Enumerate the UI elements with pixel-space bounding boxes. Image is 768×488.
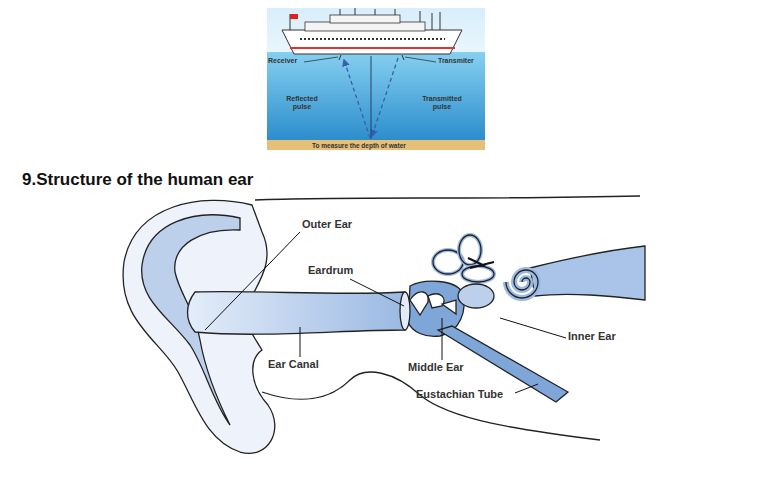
leader-line	[205, 232, 300, 330]
part-label: Middle Ear	[408, 361, 464, 373]
leader-line	[350, 279, 404, 306]
auditory-nerve	[530, 246, 645, 300]
ear-canal	[188, 292, 406, 335]
leader-line	[300, 327, 301, 357]
semicircular-canal	[462, 266, 494, 282]
sonar-label: Transmiter	[438, 57, 474, 65]
semicircular-canal	[459, 235, 481, 265]
part-label: Outer Ear	[302, 218, 352, 230]
part-label: Eustachian Tube	[416, 388, 503, 400]
sonar-label: Transmitted pulse	[420, 95, 464, 110]
reflected-pulse	[344, 60, 370, 138]
depth-line	[371, 56, 372, 139]
sea	[267, 52, 485, 142]
leader-line	[304, 57, 436, 62]
vestibule	[458, 284, 494, 308]
sea-bed	[267, 140, 485, 150]
section-heading: 9.Structure of the human ear	[22, 170, 253, 190]
malleus	[410, 292, 428, 315]
cochlea	[506, 270, 538, 298]
leader-lines	[205, 232, 566, 393]
stapes	[442, 300, 456, 314]
semicircular-canal	[462, 266, 494, 282]
sonar-label: To measure the depth of water	[312, 142, 406, 149]
ship-bridge	[330, 15, 400, 23]
hull-stripe	[290, 47, 455, 49]
sonar-picture	[267, 8, 485, 150]
ear-picture	[123, 196, 645, 453]
incus	[428, 294, 444, 308]
ship-masts	[290, 8, 440, 30]
sky	[267, 8, 485, 55]
part-label: Eardrum	[308, 264, 353, 276]
leader-line	[442, 318, 443, 360]
leader-line	[500, 318, 566, 338]
portholes	[300, 38, 445, 40]
skin-line	[255, 196, 640, 200]
semicircular-canal	[459, 235, 481, 265]
sonar-label: Receiver	[268, 57, 297, 65]
cochlea	[506, 270, 538, 298]
sonar-label: Reflected pulse	[282, 95, 322, 110]
flag	[290, 14, 298, 19]
transmitted-pulse	[372, 58, 398, 136]
leader-line	[515, 384, 538, 393]
ship-hull	[282, 30, 462, 54]
eardrum	[400, 292, 410, 330]
part-label: Inner Ear	[568, 330, 616, 342]
leader-line	[468, 258, 494, 268]
part-label: Ear Canal	[268, 358, 319, 370]
